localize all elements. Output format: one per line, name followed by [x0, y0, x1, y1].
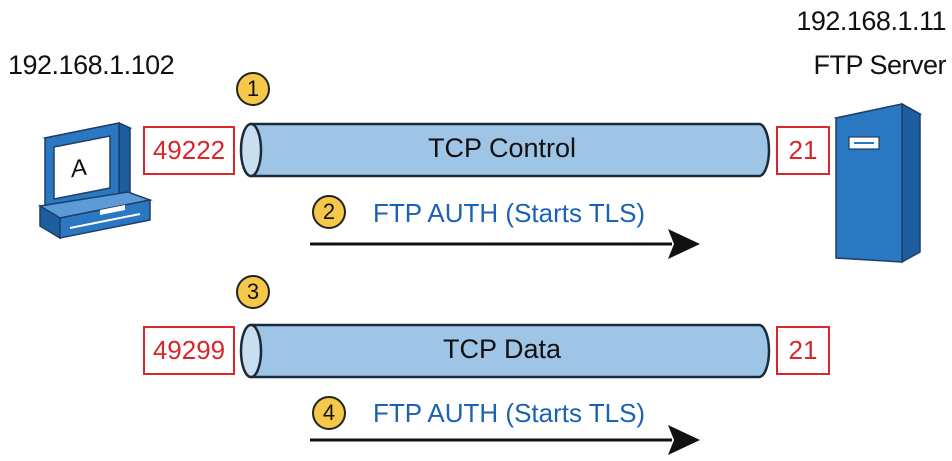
server-port-data: 21	[776, 326, 830, 375]
client-port-control: 49222	[143, 126, 235, 175]
server-ip-label: 192.168.1.11	[796, 6, 946, 36]
tcp-control-tube	[239, 122, 771, 178]
tcp-data-tube	[239, 323, 771, 379]
ftp-auth-arrow-2	[310, 425, 700, 455]
tcp-control-label: TCP Control	[427, 133, 577, 163]
tcp-data-label: TCP Data	[442, 334, 562, 364]
server-port-control: 21	[776, 126, 830, 175]
server-icon	[833, 102, 923, 264]
server-name-label: FTP Server	[813, 50, 946, 80]
ftp-auth-label-1: FTP AUTH (Starts TLS)	[373, 198, 646, 228]
ftp-auth-label-2: FTP AUTH (Starts TLS)	[373, 398, 646, 428]
step-1-marker: 1	[236, 72, 270, 106]
pc-screen-letter: A	[71, 153, 88, 184]
step-3-marker: 3	[236, 275, 270, 309]
step-2-marker: 2	[312, 195, 346, 229]
client-port-data: 49299	[143, 326, 235, 375]
step-4-marker: 4	[312, 396, 346, 430]
pc-icon	[37, 121, 153, 240]
ftp-auth-arrow-1	[310, 229, 700, 259]
client-ip-label: 192.168.1.102	[8, 50, 175, 80]
